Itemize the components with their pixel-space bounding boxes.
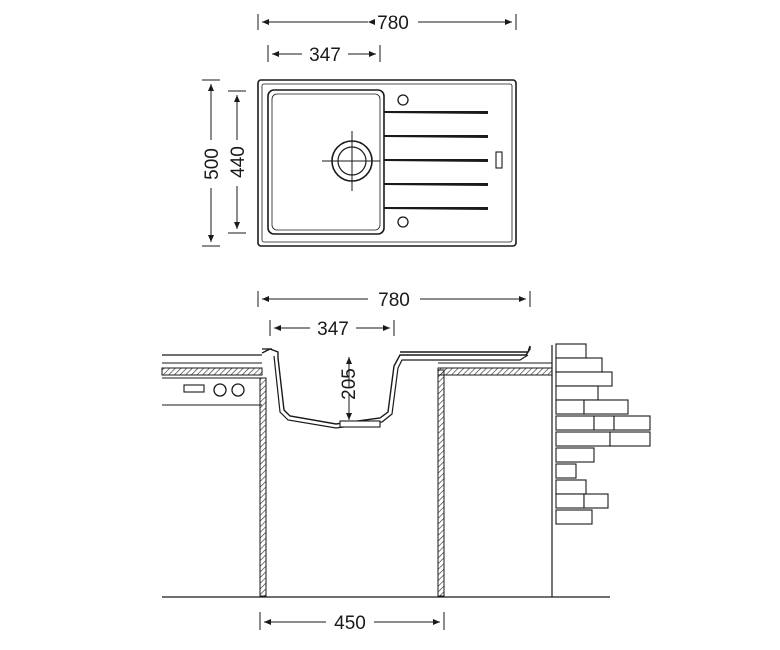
top-bowl-width-dimension: 347 <box>267 45 381 66</box>
cabinet-width-label: 450 <box>334 613 366 634</box>
side-depth-label: 205 <box>339 368 360 400</box>
bowl-inner <box>271 93 381 231</box>
right-cabinet-wall <box>437 369 445 597</box>
top-bowl-height-dimension: 440 <box>228 90 249 234</box>
top-width-dimension: 780 <box>257 13 517 34</box>
right-countertop <box>437 362 553 376</box>
top-view: 780 347 500 440 <box>202 13 517 247</box>
tap-hole-icon <box>397 94 409 106</box>
top-width-label: 780 <box>377 13 409 34</box>
overflow-hole-icon <box>397 216 409 228</box>
drainer-ribs <box>384 111 488 210</box>
side-bowl-width-label: 347 <box>317 319 349 340</box>
appliance-control-panel <box>183 383 245 397</box>
brick-wall <box>555 343 651 525</box>
side-bowl-width-dimension: 347 <box>269 319 395 340</box>
bowl-outline <box>267 89 385 235</box>
sink-rim <box>261 83 513 243</box>
left-cabinet-wall <box>259 377 267 597</box>
top-height-dimension: 500 <box>202 79 223 247</box>
sink-profile <box>261 345 531 429</box>
drain-icon <box>322 131 380 191</box>
top-height-label: 500 <box>202 148 223 180</box>
side-width-label: 780 <box>378 290 410 311</box>
side-view: 780 347 <box>161 290 651 634</box>
left-countertop <box>161 354 263 406</box>
sink-outline <box>257 79 517 247</box>
side-depth-dimension: 205 <box>339 357 360 420</box>
drainer-slot <box>495 151 503 169</box>
cabinet-width-dimension: 450 <box>259 612 445 634</box>
side-width-dimension: 780 <box>257 290 531 311</box>
top-bowl-height-label: 440 <box>228 146 249 178</box>
top-bowl-width-label: 347 <box>309 45 341 66</box>
